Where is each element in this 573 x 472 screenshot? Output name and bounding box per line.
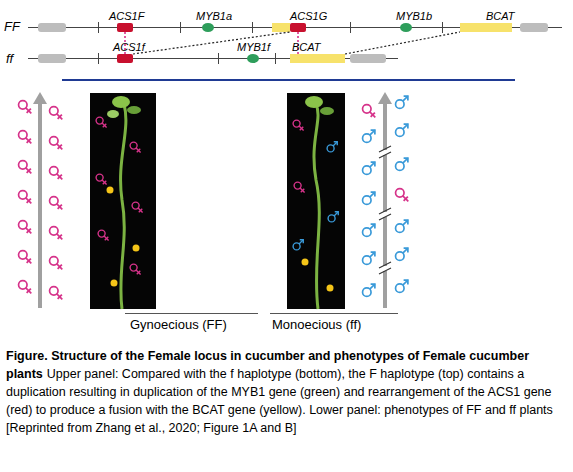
grey-gene [520, 23, 548, 32]
flower [302, 259, 309, 266]
plant-stem [314, 104, 319, 309]
alignment-connector [133, 32, 290, 54]
female-symbols [96, 117, 143, 275]
gene-label: ACS1f [113, 41, 145, 53]
figure-caption-block: Figure. Structure of the Female locus in… [6, 347, 568, 437]
fusion-part [272, 23, 290, 32]
gene-box: MYB1a [202, 23, 214, 32]
break-marks [379, 146, 391, 274]
haplotype-label: ff [6, 51, 13, 66]
panel-rule [62, 79, 515, 81]
plant-stem [121, 104, 126, 309]
plant-photo [90, 93, 156, 309]
leaf [107, 110, 119, 118]
grey-gene [350, 54, 386, 63]
flower [327, 285, 334, 292]
gene-label: ACS1F [109, 10, 144, 22]
flower [133, 245, 140, 252]
leaf [127, 106, 141, 114]
figure-caption: Upper panel: Compared with the f haploty… [6, 367, 553, 435]
gene-label: MYB1b [396, 10, 432, 22]
gene-box: ACS1F [117, 23, 133, 32]
panel-rule [125, 313, 258, 314]
flower [111, 280, 118, 287]
gene-box: MYB1b [400, 23, 412, 32]
gene-label: MYB1f [237, 41, 270, 53]
flower-symbols [363, 96, 409, 296]
gene-box: ACS1f [117, 54, 133, 63]
arrow-head [378, 92, 392, 104]
gene-label: ACS1G [290, 10, 327, 22]
gene-label: BCAT [486, 10, 515, 22]
arrow-head [33, 92, 47, 104]
grey-gene [38, 23, 66, 32]
panel-rule [270, 313, 398, 314]
flower-symbols [293, 120, 338, 250]
gene-label: MYB1a [196, 10, 232, 22]
tick-marks [99, 22, 443, 64]
growth-arrow [38, 102, 42, 308]
alignment-connector [345, 32, 460, 54]
grey-gene [38, 54, 66, 63]
phenotype-label: Monoecious (ff) [272, 317, 361, 332]
phenotype-label: Gynoecious (FF) [130, 317, 227, 332]
flower [107, 187, 114, 194]
gene-box: MYB1f [247, 54, 259, 63]
growth-arrow [383, 102, 387, 308]
leaf [305, 96, 323, 108]
gene-box: ACS1G [290, 23, 306, 32]
leaf [112, 96, 130, 108]
gene-label: BCAT [292, 41, 321, 53]
leaf [320, 107, 334, 115]
haplotype-label: FF [4, 19, 20, 34]
gene-box: BCAT [290, 54, 345, 63]
plant-photo [287, 93, 345, 309]
female-symbols [19, 101, 63, 300]
gene-box: BCAT [460, 23, 512, 32]
